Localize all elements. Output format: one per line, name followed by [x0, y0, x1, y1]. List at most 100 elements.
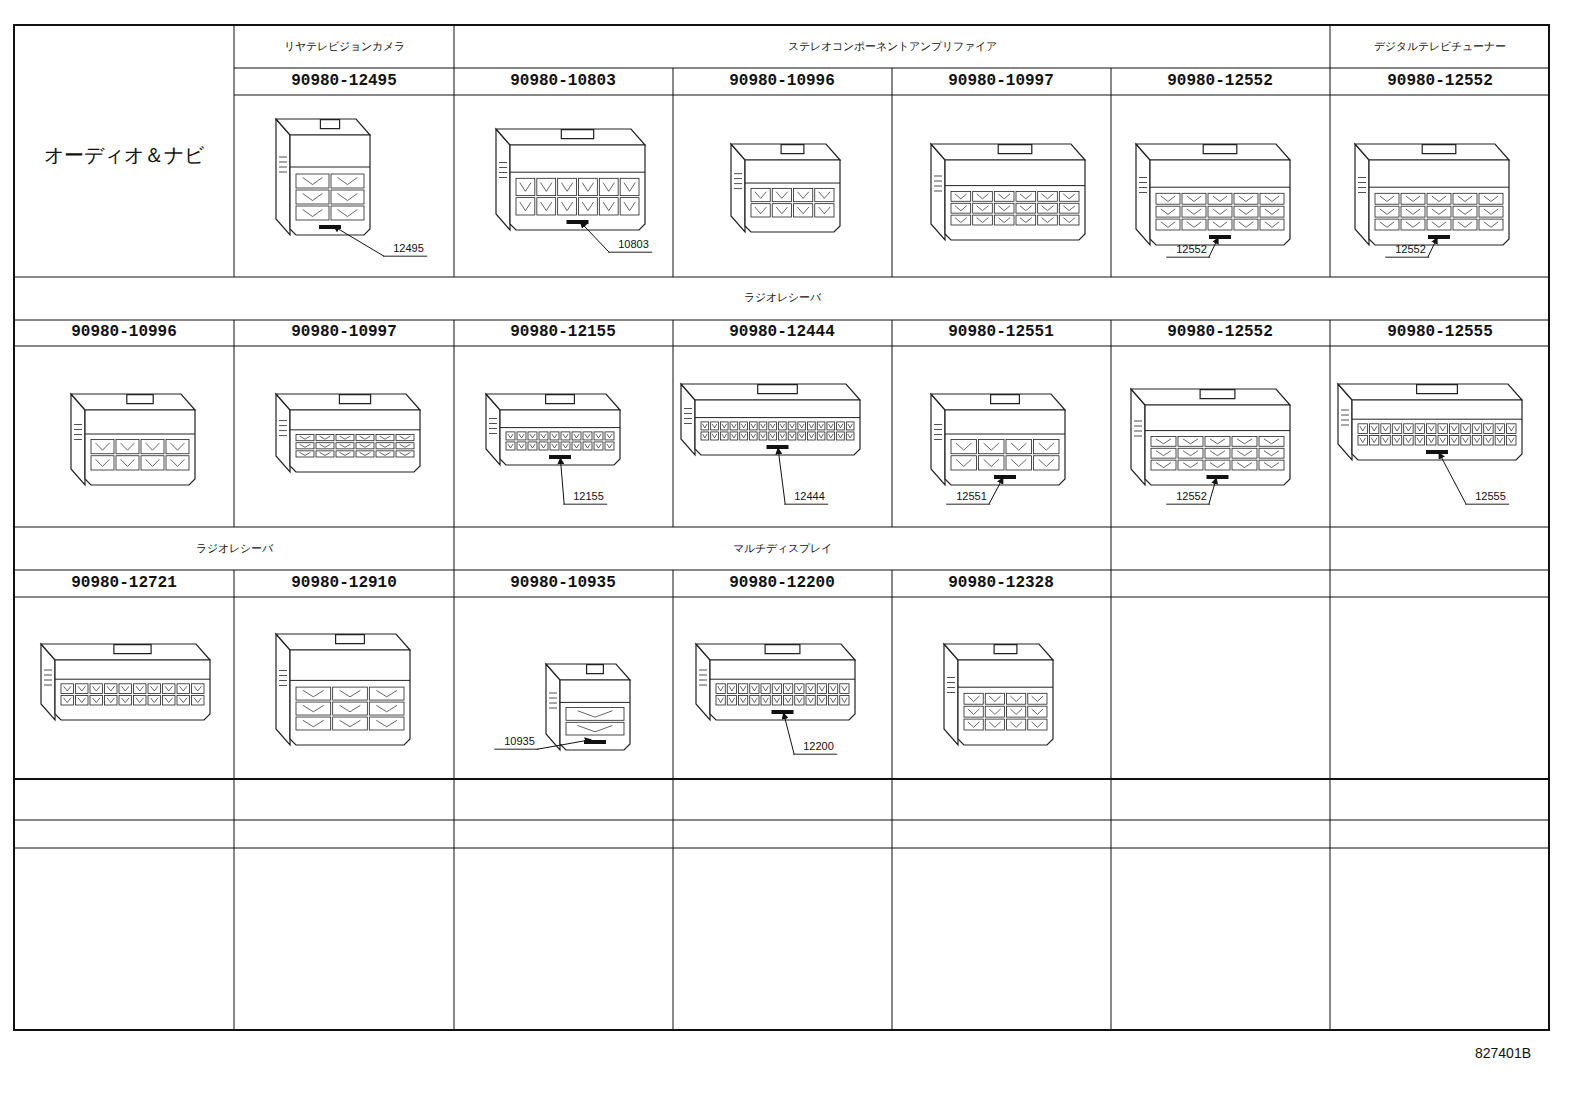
connector-latch [561, 130, 593, 139]
terminal-mark [718, 686, 724, 691]
connector-rib [499, 172, 507, 173]
terminal-cavity [1182, 193, 1206, 204]
terminal-cavity [296, 687, 331, 700]
terminal-cavity [1461, 424, 1470, 434]
connector-rib [934, 429, 942, 430]
terminal-mark [797, 686, 803, 691]
terminal-mark [380, 444, 391, 447]
terminal-mark [998, 194, 1010, 199]
terminal-mark [838, 434, 843, 438]
terminal-mark [530, 434, 535, 438]
connector-rib [1358, 192, 1366, 193]
connector-rib [489, 433, 497, 434]
connector-rib [699, 680, 707, 681]
terminal-cavity [1007, 719, 1026, 730]
terminal-cavity [119, 695, 132, 705]
connector-rib [499, 162, 507, 163]
terminal-mark [194, 686, 202, 691]
connector-edge [510, 172, 645, 173]
terminal-mark [376, 720, 397, 726]
terminal-mark [722, 434, 727, 438]
connector-edge [560, 702, 630, 703]
terminal-mark [400, 444, 411, 447]
terminal-cavity [750, 684, 759, 694]
terminal-mark [819, 698, 825, 703]
connector-rib [279, 430, 287, 431]
terminal-mark [303, 690, 324, 696]
terminal-mark [1264, 439, 1279, 444]
terminal-mark [1432, 222, 1446, 227]
terminal-mark [136, 698, 144, 703]
terminal-cavity [1016, 215, 1036, 225]
connector-rib [279, 675, 287, 676]
grid-line [1111, 68, 1112, 277]
connector-rib [734, 178, 742, 179]
connector-top [546, 664, 630, 680]
connector-illustration [486, 394, 620, 465]
connector-rib [279, 680, 287, 681]
terminal-mark [1264, 463, 1279, 468]
connector-rib [684, 418, 692, 419]
terminal-mark [1380, 196, 1394, 201]
terminal-cavity [517, 442, 526, 450]
grid-line [14, 778, 1549, 780]
terminal-cavity [1358, 424, 1367, 434]
terminal-mark [1406, 222, 1420, 227]
connector-rib [734, 173, 742, 174]
terminal-mark [977, 218, 989, 223]
terminal-mark [774, 686, 780, 691]
connector-front [560, 680, 630, 750]
terminal-mark [998, 206, 1010, 211]
terminal-mark [1484, 209, 1498, 214]
connector-illustration [1131, 389, 1290, 485]
terminal-cavity [994, 203, 1014, 213]
terminal-cavity [336, 435, 354, 441]
terminal-mark [519, 444, 524, 448]
connector-illustration [696, 644, 855, 720]
connector-rib [74, 429, 82, 430]
terminal-cavity [806, 684, 815, 694]
terminal-cavity [539, 432, 548, 440]
connector-side [1355, 144, 1369, 245]
grid-line [14, 276, 1549, 277]
terminal-mark [774, 698, 780, 703]
leader-line [537, 740, 591, 750]
part-number: 90980-12552 [1167, 72, 1273, 90]
terminal-mark [380, 436, 391, 439]
terminal-cavity [1375, 219, 1399, 230]
terminal-mark [338, 178, 358, 185]
terminal-cavity [1059, 215, 1079, 225]
category-heading: ラジオレシーバ [196, 542, 273, 555]
terminal-mark [741, 424, 746, 428]
terminal-mark [1265, 209, 1279, 214]
terminal-mark [582, 202, 593, 211]
part-number: 90980-12555 [1387, 323, 1493, 341]
terminal-cavity [994, 191, 1014, 201]
terminal-cavity [296, 702, 331, 715]
connector-rib [934, 186, 942, 187]
terminal-mark [989, 696, 1001, 701]
terminal-cavity [537, 198, 556, 215]
terminal-cavity [1016, 191, 1036, 201]
terminal-mark [603, 202, 614, 211]
grid-line [14, 346, 1549, 347]
leader-line [1209, 238, 1218, 258]
terminal-mark [1042, 194, 1054, 199]
terminal-cavity [806, 695, 815, 705]
terminal-cavity [76, 695, 89, 705]
terminal-mark [1406, 438, 1412, 443]
terminal-cavity [166, 456, 189, 470]
callout-number: 12551 [946, 490, 990, 505]
connector-front [290, 135, 370, 235]
terminal-mark [842, 698, 848, 703]
connector-rib [499, 177, 507, 178]
terminal-mark [574, 444, 579, 448]
terminal-cavity [1401, 206, 1425, 217]
terminal-mark [171, 443, 185, 450]
callout-number: 10803 [608, 238, 652, 253]
terminal-mark [64, 686, 72, 691]
terminal-mark [741, 434, 746, 438]
terminal-mark [1187, 196, 1201, 201]
connector-rib [699, 685, 707, 686]
connector-rib [1358, 182, 1366, 183]
